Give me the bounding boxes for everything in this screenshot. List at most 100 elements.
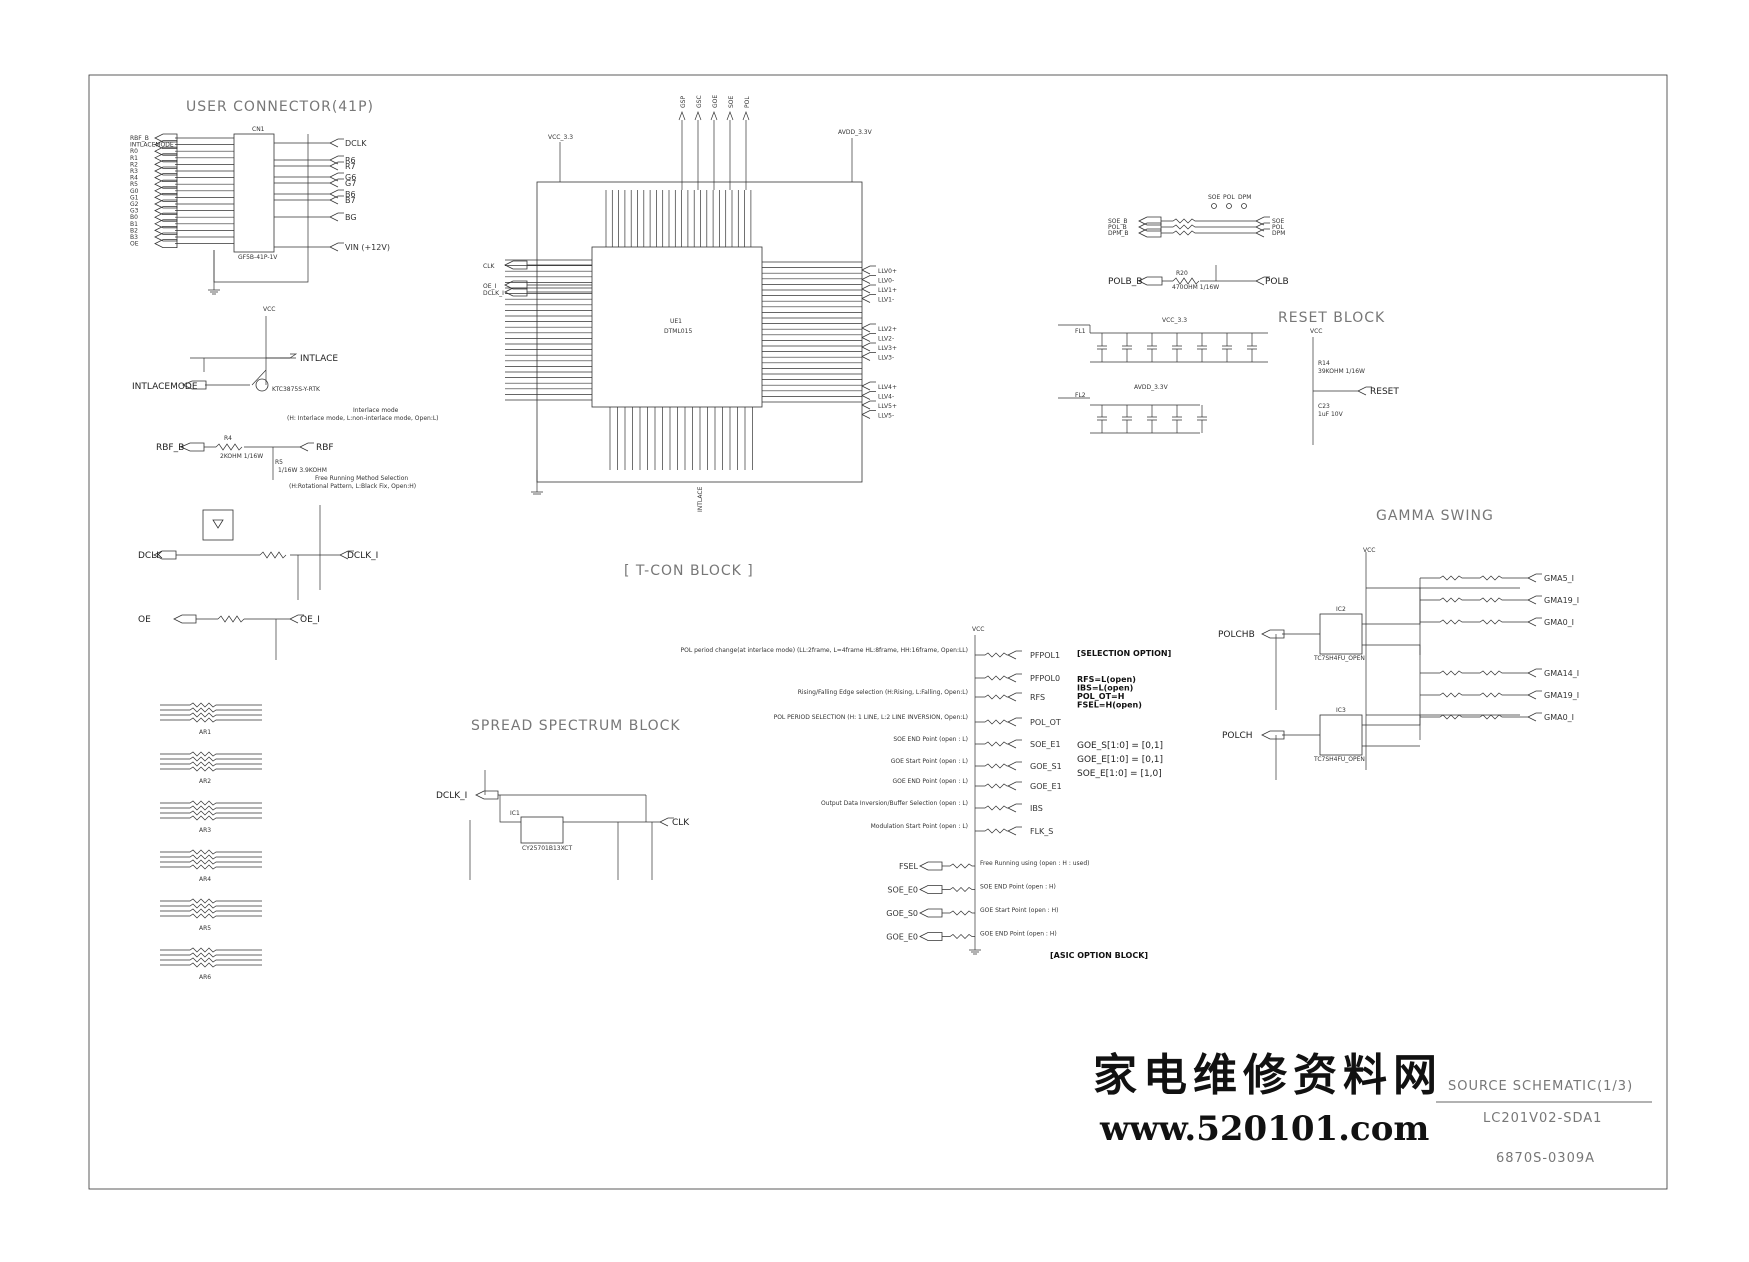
title-selection: [SELECTION OPTION] [1077,649,1171,658]
fl2-wire [1058,397,1200,406]
asic-row-net: SOE_E1 [1030,740,1061,749]
filter-cap-1 [1197,333,1207,362]
asic-resistor [975,694,1008,700]
net-oe: OE [138,615,151,625]
gamma-resistor-pair [1420,575,1528,581]
array-ref: AR5 [199,925,211,932]
soe-test-point [1226,203,1232,209]
array-resistor [160,712,262,718]
connector-left-net: B0 [130,214,138,221]
tcon-lvds-net: LLV5- [878,413,894,420]
connector-block: CN1 GF5B-41P-1V RBF_BINTLACEMODER0R1R2R3… [130,126,390,295]
asic-resistor [975,741,1008,747]
gamma-output-arrow [1527,617,1542,627]
tcon-vcc33: VCC_3.3 [548,134,573,141]
tcon-top-net: GOE [712,95,719,108]
gamma-resistor-pair [1420,597,1528,603]
resistor-r4 [215,443,243,451]
connector-right-net: B6 [345,190,356,199]
soe-output-net: DPM [1272,230,1285,237]
filter-caps [1097,333,1257,433]
soe-input-port [1138,216,1162,226]
connector-left-port [154,239,178,248]
tcon-lvds-net: LLV1+ [878,287,897,294]
gamma-vcc-rails [1365,552,1520,770]
goe-equation: GOE_S[1:0] = [0,1] [1077,741,1163,751]
connector-left-net: B2 [130,227,138,234]
gamma-input-wires [1275,633,1320,780]
gamma-output-net: GMA19_I [1544,691,1579,700]
gamma-ic3 [1319,714,1363,756]
tcon-ic-ue1 [591,246,763,408]
spread-ic [520,816,564,844]
filter-cap-1 [1172,333,1182,362]
asic-input-resistor [942,887,975,892]
asic-option-inputs: FSEL Free Running using (open : H : used)… [886,860,1089,942]
transistor-q1 [255,378,269,392]
connector-left-net: R0 [130,148,138,155]
connector-right-net: BG [345,213,357,222]
gamma-output-arrow [1527,712,1542,722]
array-resistor [160,903,262,909]
asic-input-net: SOE_E0 [887,886,918,895]
array-ref: AR6 [199,974,211,981]
asic-input-net: FSEL [899,862,919,871]
asic-row-net: RFS [1030,693,1045,702]
connector-part: GF5B-41P-1V [238,254,278,261]
asic-row-note: POL period change(at interlace mode) (LL… [681,647,968,654]
filter-gnd-rails [1090,361,1268,434]
asic-input-note: Free Running using (open : H : used) [980,860,1090,867]
tcon-gnd [531,470,543,495]
connector-left-net: R4 [130,175,138,182]
connector-right-net: R6 [345,156,356,165]
title-gamma: GAMMA SWING [1376,508,1494,524]
asic-row-net: GOE_S1 [1030,762,1062,771]
selection-item: FSEL=H(open) [1077,701,1142,710]
reset-wire [1312,337,1358,445]
r5-ref: R5 [275,459,283,466]
connector-left-net: G3 [130,208,139,215]
connector-right-arrow [329,172,344,182]
array-ref: AR1 [199,729,211,736]
soe-resistor [1161,218,1256,224]
net-spread-in: DCLK_I [436,791,467,801]
goe-equations: GOE_S[1:0] = [0,1]GOE_E[1:0] = [0,1]SOE_… [1077,741,1163,779]
tcon-top-net: GSC [696,95,703,108]
connector-left-net: R2 [130,161,138,168]
tcon-lvds-net: LLV1- [878,297,894,304]
clk-arrow [659,817,674,827]
asic-input-port [919,885,943,894]
connector-right-net: VIN (+12V) [345,243,390,252]
soe-test-label: POL [1223,194,1235,201]
asic-row-net: GOE_E1 [1030,782,1062,791]
asic-row-arrow [1007,739,1022,749]
resistor-r7 [259,551,287,559]
tcon-lvds-arrow [861,400,876,410]
gamma-vcc: VCC [1363,547,1375,554]
connector-left-pins: RBF_BINTLACEMODER0R1R2R3R4R5G0G1G2G3B0B1… [130,133,234,248]
array-resistor [160,751,262,757]
net-dclk-i: DCLK_I [347,551,378,561]
spread-block: IC1 CY25701B13XCT DCLK_I CLK [436,770,690,880]
r14-ref: R14 [1318,360,1330,367]
filter-cap-2 [1197,405,1207,433]
asic-row-note: GOE Start Point (open : L) [891,758,968,765]
array-resistor [160,756,262,762]
filter-cap-1 [1247,333,1257,362]
soe-output-arrow [1255,228,1270,238]
asic-input-net: GOE_E0 [886,933,918,942]
watermark-url: www.520101.com [1099,1109,1429,1149]
soe-output-net: POL [1272,224,1284,231]
array-resistor [160,908,262,914]
port-polch [1261,730,1285,740]
tcon-lvds-arrow [861,284,876,294]
fl2-avdd: AVDD_3.3V [1134,384,1169,391]
array-resistor [160,898,262,904]
tcon-block: UE1 DTML015 INTLACE LLV0+LLV0-LLV1+LLV1-… [483,95,897,579]
tcon-lvds-arrow [861,391,876,400]
gamma-resistor-pair [1420,619,1528,625]
connector-left-net: R5 [130,181,138,188]
